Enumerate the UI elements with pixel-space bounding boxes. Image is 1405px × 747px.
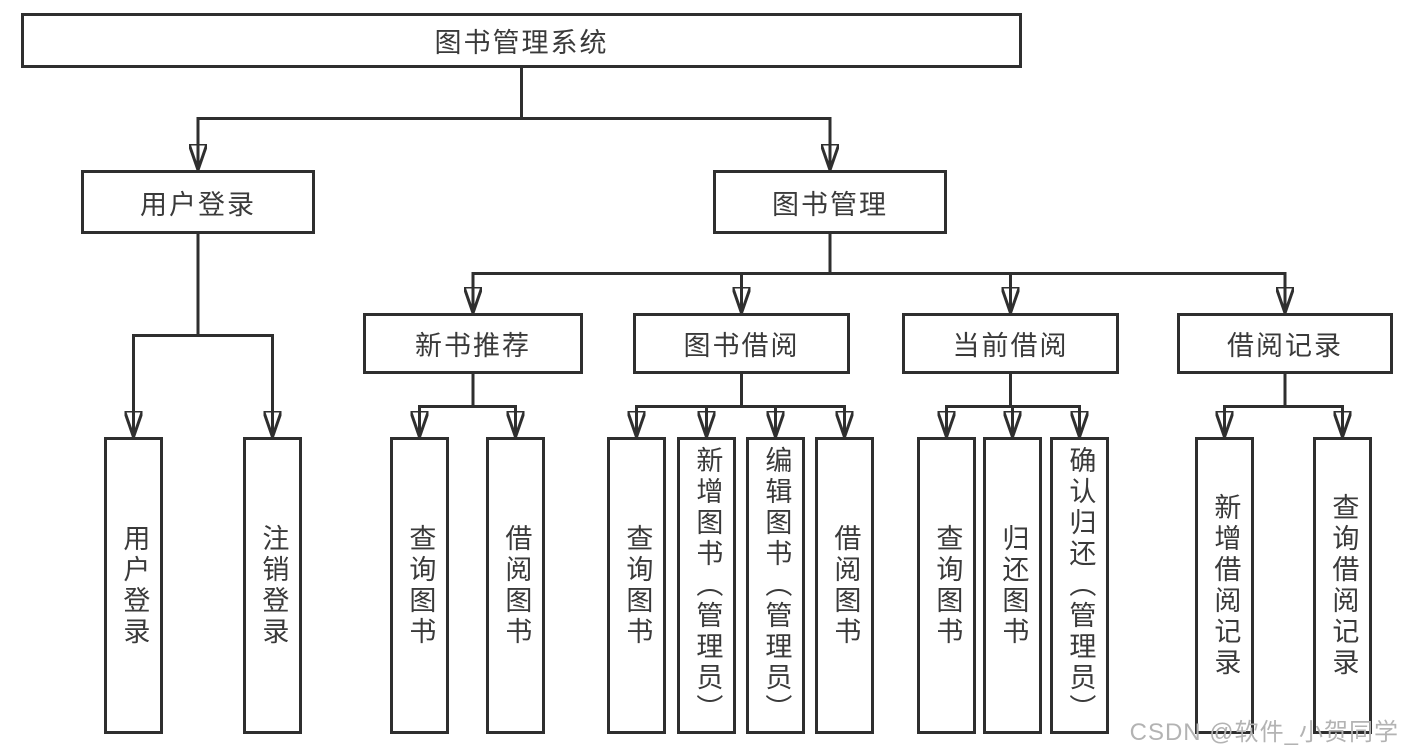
node-leaf-add-borrow-record: 新增借阅记录 — [1195, 437, 1254, 734]
node-root-system: 图书管理系统 — [21, 13, 1022, 68]
node-book-management-module: 图书管理 — [713, 170, 947, 234]
connector-current-borrow-group — [946, 374, 1080, 408]
connector-borrow-record-group — [1224, 374, 1343, 408]
node-leaf-logout: 注销登录 — [243, 437, 302, 734]
connector-book-management — [473, 234, 1285, 275]
node-leaf-confirm-return-admin: 确认归还（管理员） — [1050, 437, 1109, 734]
node-leaf-query-book-3: 查询图书 — [917, 437, 976, 734]
node-new-book-recommend: 新书推荐 — [363, 313, 583, 374]
connector-book-borrow-group — [636, 374, 845, 408]
node-leaf-query-borrow-record: 查询借阅记录 — [1313, 437, 1372, 734]
node-user-login-module: 用户登录 — [81, 170, 315, 234]
node-leaf-borrow-book-2: 借阅图书 — [815, 437, 874, 734]
node-leaf-borrow-book-1: 借阅图书 — [486, 437, 545, 734]
node-book-borrow: 图书借阅 — [633, 313, 850, 374]
csdn-watermark: CSDN @软件_小贺同学 — [1129, 719, 1399, 746]
connector-new-book-group — [419, 374, 516, 408]
connector-root — [198, 68, 830, 120]
node-current-borrow: 当前借阅 — [902, 313, 1119, 374]
node-leaf-return-book: 归还图书 — [983, 437, 1042, 734]
node-leaf-user-login: 用户登录 — [104, 437, 163, 734]
node-leaf-query-book-1: 查询图书 — [390, 437, 449, 734]
node-leaf-edit-book-admin: 编辑图书（管理员） — [746, 437, 805, 734]
node-borrow-record: 借阅记录 — [1177, 313, 1393, 374]
connector-user-login-group — [133, 234, 273, 337]
node-leaf-query-book-2: 查询图书 — [607, 437, 666, 734]
node-leaf-add-book-admin: 新增图书（管理员） — [677, 437, 736, 734]
